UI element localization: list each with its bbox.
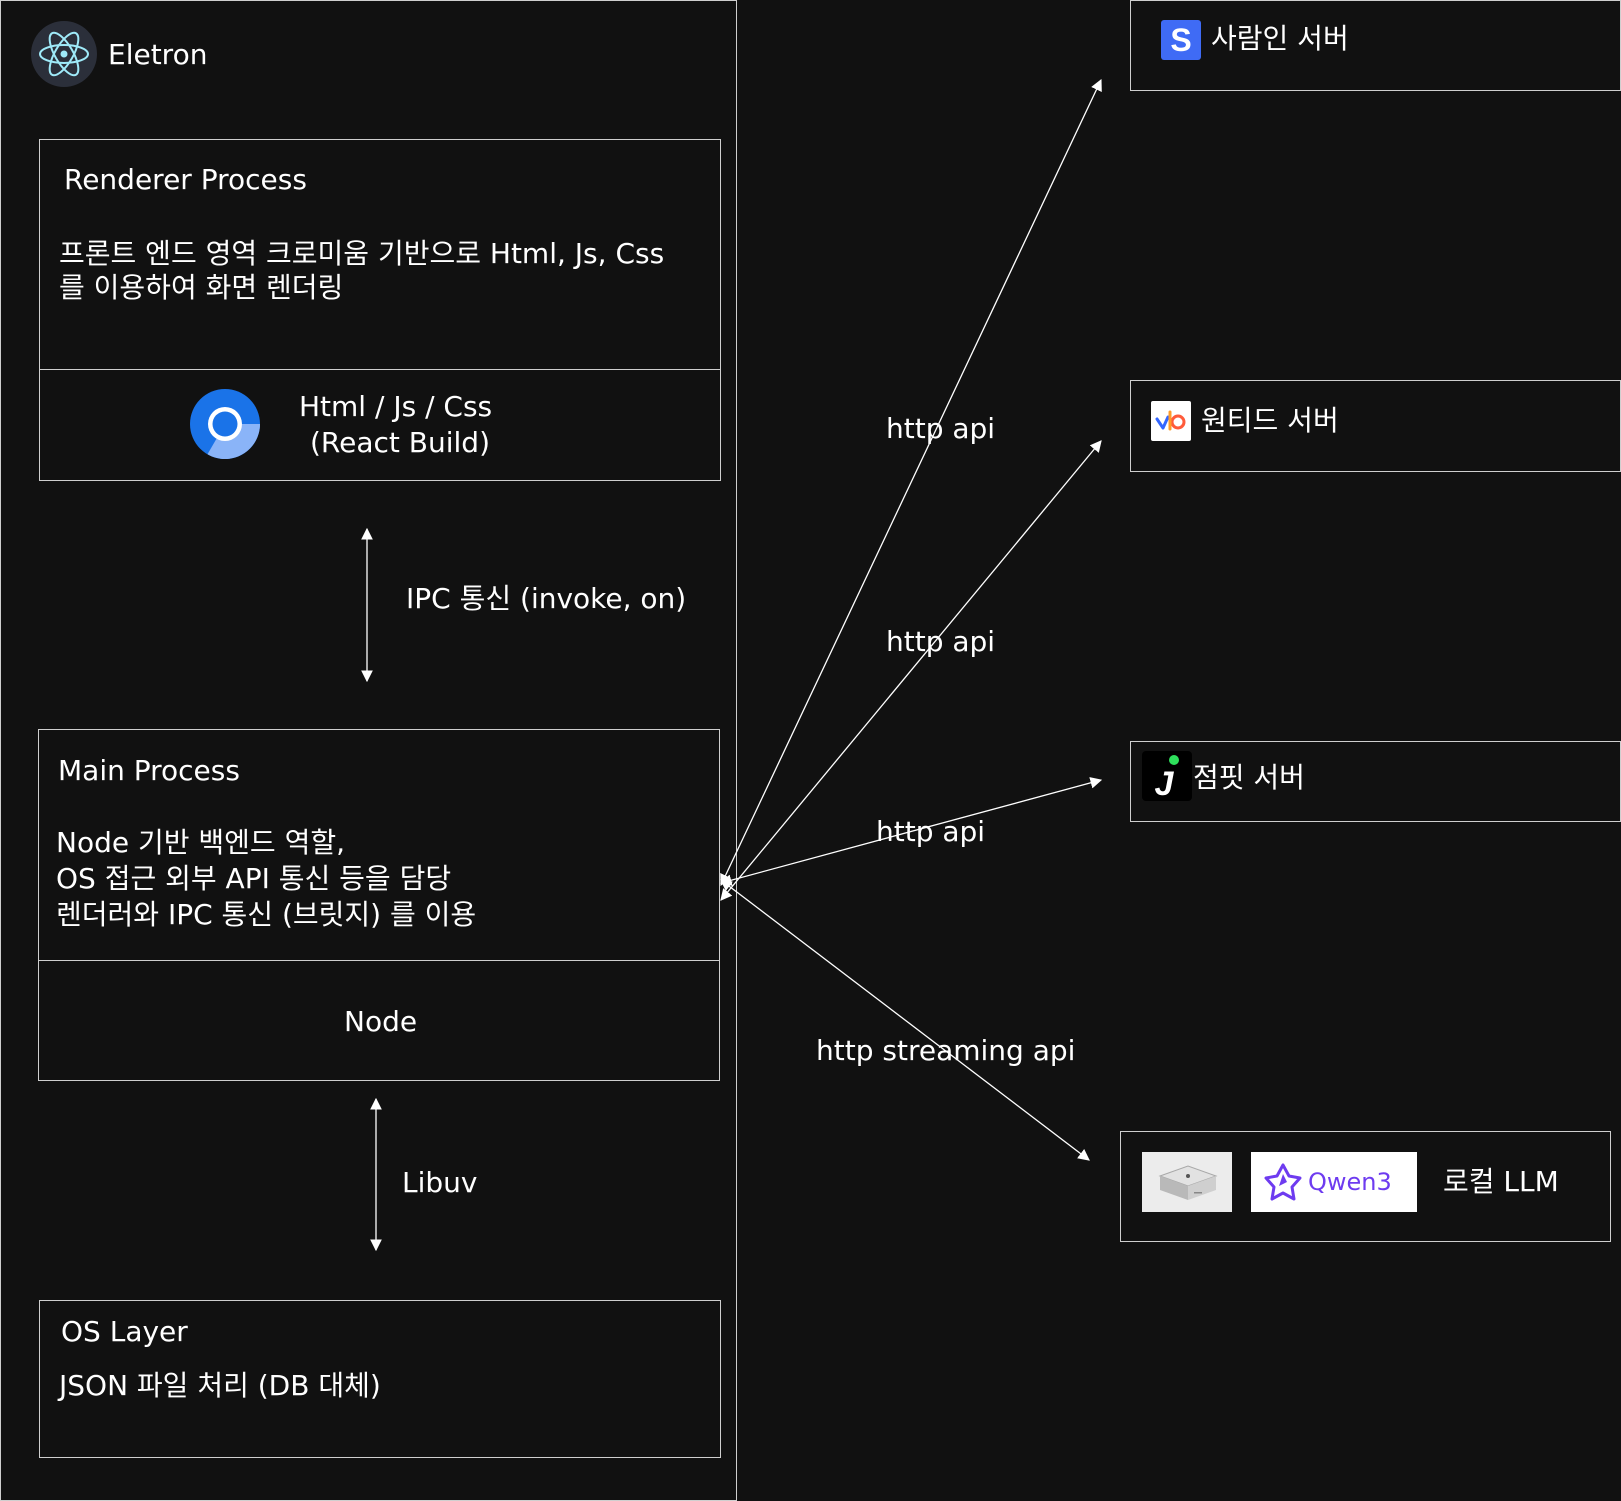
renderer-divider: [40, 369, 720, 370]
jumpit-j-icon: J: [1142, 751, 1192, 803]
local-llm-label: 로컬 LLM: [1443, 1165, 1559, 1198]
main-desc-line3: 렌더러와 IPC 통신 (브릿지) 를 이용: [56, 898, 477, 931]
qwen-logo-text: Qwen3: [1308, 1168, 1392, 1196]
mac-mini-icon: [1142, 1152, 1232, 1212]
renderer-title: Renderer Process: [64, 163, 307, 196]
saramin-server-label: 사람인 서버: [1211, 22, 1349, 55]
wanted-icon: [1151, 401, 1191, 441]
main-desc-line1: Node 기반 백엔드 역할,: [56, 826, 345, 859]
main-desc-line2: OS 접근 외부 API 통신 등을 담당: [56, 862, 452, 895]
llm-edge-label: http streaming api: [816, 1034, 1076, 1067]
renderer-tech-line2: (React Build): [310, 426, 490, 459]
qwen-logo: Qwen3: [1251, 1152, 1417, 1212]
saramin-server-box: [1130, 0, 1621, 91]
main-title: Main Process: [58, 754, 240, 787]
renderer-desc-line2: 를 이용하여 화면 렌더링: [59, 271, 344, 304]
chromium-icon: [189, 388, 261, 460]
electron-atom-icon: [30, 20, 98, 88]
svg-text:S: S: [1170, 22, 1191, 58]
libuv-label: Libuv: [402, 1166, 478, 1199]
renderer-desc-line1: 프론트 엔드 영역 크로미움 기반으로 Html, Js, Css: [59, 237, 665, 270]
ipc-label: IPC 통신 (invoke, on): [406, 582, 687, 615]
llm-streaming-arrow: [720, 879, 1090, 1161]
os-layer-box: [39, 1300, 721, 1458]
wanted-server-label: 원티드 서버: [1201, 404, 1339, 437]
saramin-http-arrow: [720, 78, 1102, 887]
qwen-star-icon: [1264, 1163, 1302, 1201]
os-desc: JSON 파일 처리 (DB 대체): [59, 1369, 381, 1402]
electron-title: Eletron: [108, 38, 208, 71]
saramin-edge-label: http api: [886, 412, 996, 445]
jumpit-server-label: 점핏 서버: [1193, 761, 1305, 794]
main-divider: [39, 960, 719, 961]
local-llm-box: [1120, 1131, 1611, 1242]
saramin-s-icon: S: [1161, 20, 1201, 60]
svg-text:J: J: [1155, 765, 1175, 801]
jumpit-edge-label: http api: [876, 815, 986, 848]
os-title: OS Layer: [61, 1315, 188, 1348]
renderer-tech-line1: Html / Js / Css: [299, 390, 493, 423]
wanted-edge-label: http api: [886, 625, 996, 658]
main-process-box: [38, 729, 720, 1081]
main-runtime: Node: [344, 1005, 418, 1038]
